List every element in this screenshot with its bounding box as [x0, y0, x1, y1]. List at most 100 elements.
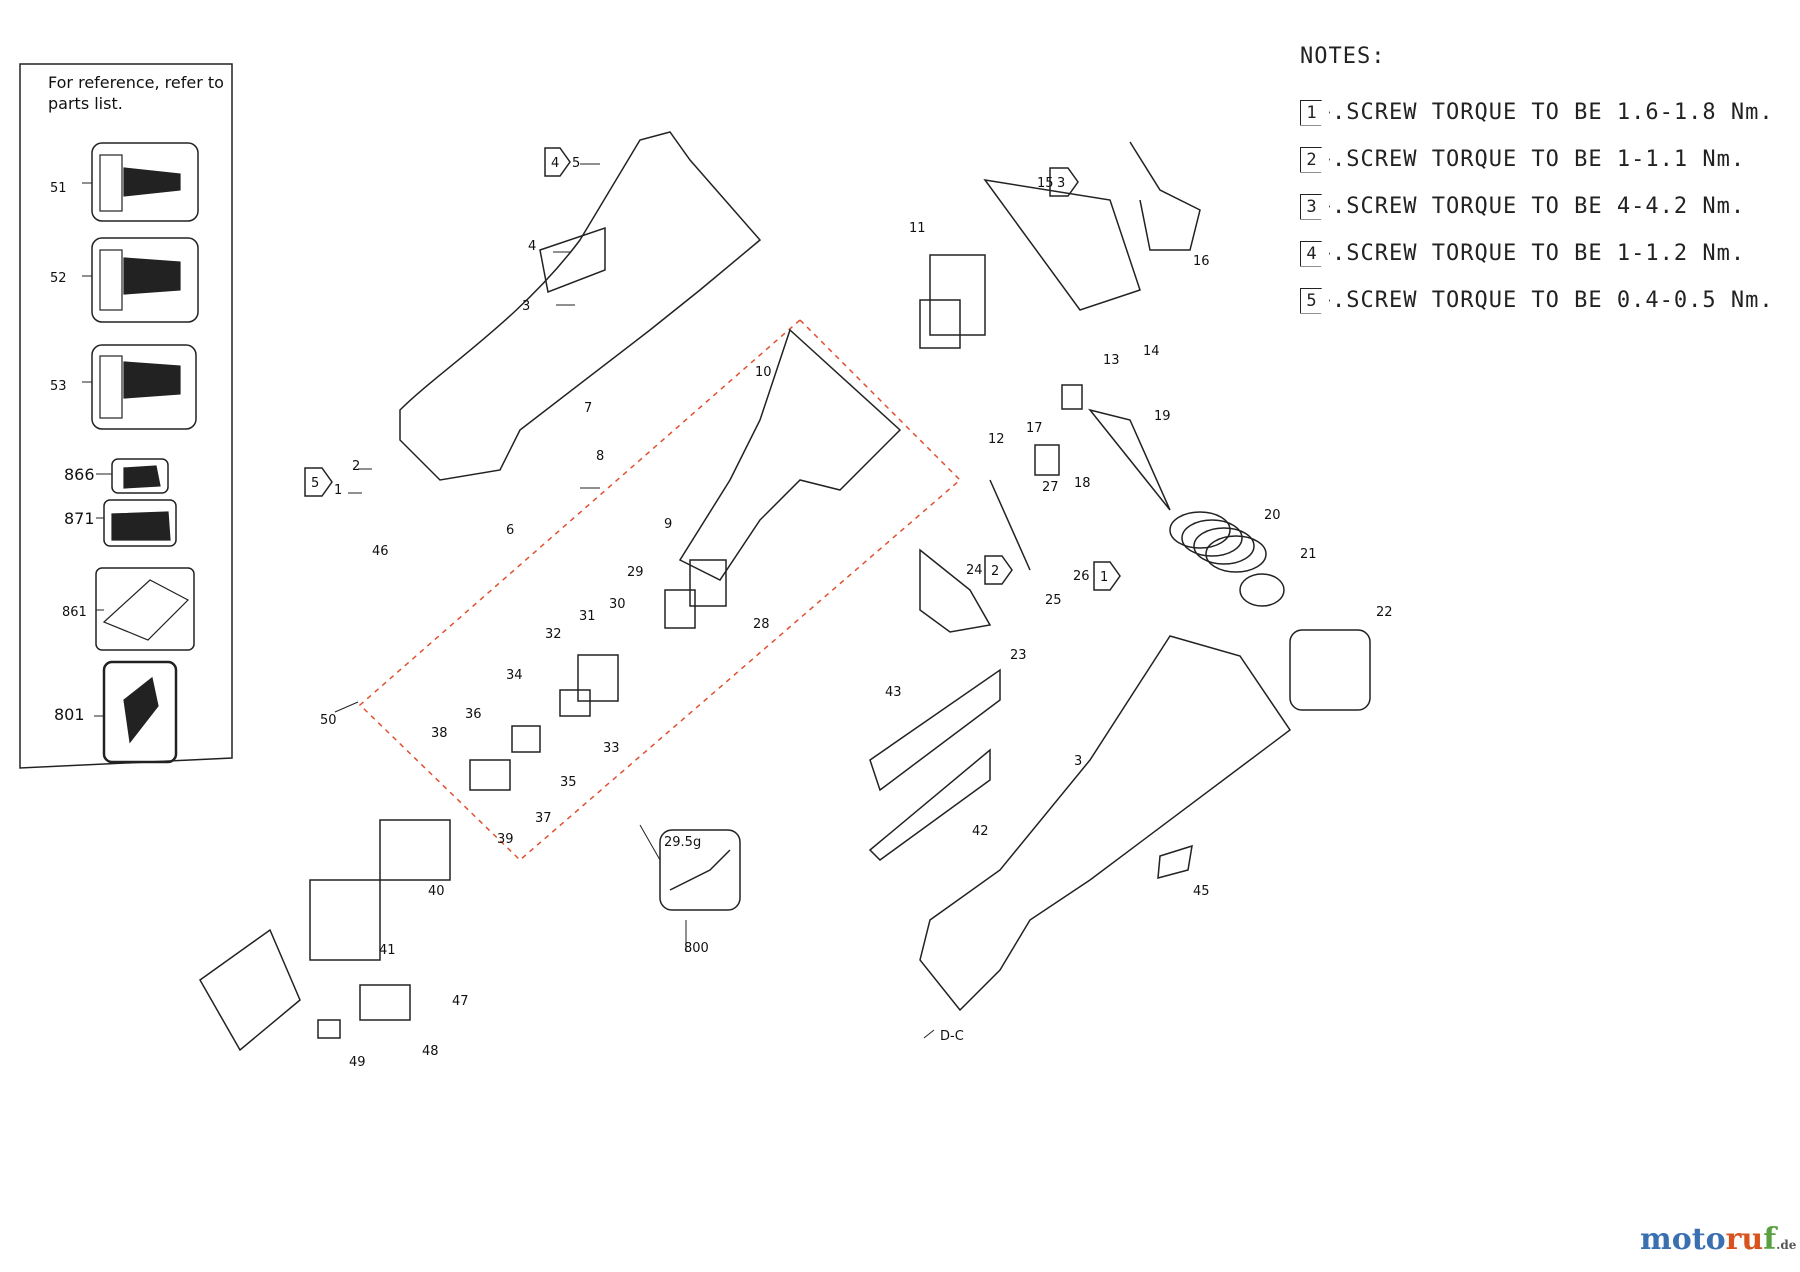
- part-label: 24: [966, 563, 983, 578]
- gear-part-28: [689, 559, 727, 607]
- part-label: 48: [422, 1044, 439, 1059]
- ref-label-871: 871: [64, 509, 95, 528]
- part-label: 31: [579, 609, 596, 624]
- part-label: 9: [664, 517, 672, 532]
- bit-holder-53-picture[interactable]: [91, 344, 197, 430]
- bit-holder-52-picture[interactable]: [91, 237, 199, 323]
- grease-amount: 29.5g: [664, 835, 701, 850]
- torque-tag-number: 5: [311, 476, 319, 491]
- torque-tag: [984, 555, 1013, 585]
- assembly-50-outline: [358, 318, 962, 862]
- watermark-tld: .de: [1776, 1238, 1797, 1252]
- part-48: [359, 984, 411, 1021]
- torque-tag-numbers: 4 5 3 2 1: [311, 156, 1108, 585]
- battery-871-picture[interactable]: [103, 499, 177, 547]
- part-label: 4: [528, 239, 536, 254]
- part-19: [1088, 408, 1171, 511]
- part-labels: 1 2 3 4 5 6 7 8 9 10 11 12 13 14 15 16 1…: [320, 156, 1393, 1070]
- part-label: 28: [753, 617, 770, 632]
- note-text: .SCREW TORQUE TO BE 1-1.1 Nm.: [1332, 147, 1746, 172]
- grease-box: [659, 829, 741, 911]
- note-text: .SCREW TORQUE TO BE 4-4.2 Nm.: [1332, 194, 1746, 219]
- part-label: 39: [497, 832, 514, 847]
- part-label: 3: [522, 299, 530, 314]
- part-label: 38: [431, 726, 448, 741]
- torque-tag: [1049, 167, 1079, 197]
- part-label: 15: [1037, 176, 1054, 191]
- battery-866-picture[interactable]: [111, 458, 169, 494]
- part-label: 47: [452, 994, 469, 1009]
- gear-part-32: [577, 654, 619, 702]
- part-label: 11: [909, 221, 926, 236]
- part-label: 23: [1010, 648, 1027, 663]
- part-label: 40: [428, 884, 445, 899]
- part-label: 5: [572, 156, 580, 171]
- part-label: 19: [1154, 409, 1171, 424]
- nose-cover-14: [983, 178, 1141, 311]
- ref-label-861: 861: [62, 605, 87, 620]
- grease-gun-icon: [669, 849, 731, 891]
- part-label: 50: [320, 713, 337, 728]
- ref-label-53: 53: [50, 379, 67, 394]
- note-number-tag: 1: [1300, 99, 1330, 126]
- torque-tag-number: 1: [1100, 570, 1108, 585]
- part-label: 8: [596, 449, 604, 464]
- reference-note: For reference, refer to parts list.: [48, 73, 224, 113]
- note-text: .SCREW TORQUE TO BE 1-1.2 Nm.: [1332, 241, 1746, 266]
- reference-box-frame: [19, 63, 233, 769]
- part-label: 34: [506, 668, 523, 683]
- part-label: 27: [1042, 480, 1059, 495]
- gear-part-29: [664, 589, 696, 629]
- part-12-gear: [919, 299, 961, 349]
- part-label: 26: [1073, 569, 1090, 584]
- motor-armature: [379, 819, 451, 881]
- part-label: 22: [1376, 605, 1393, 620]
- part-label: 37: [535, 811, 552, 826]
- part-49: [317, 1019, 341, 1039]
- part-label: 13: [1103, 353, 1120, 368]
- torque-tag: [544, 147, 571, 177]
- watermark-part-a: moto: [1640, 1222, 1726, 1257]
- part-label: 32: [545, 627, 562, 642]
- part-label: 12: [988, 432, 1005, 447]
- bit-holder-51-picture[interactable]: [91, 142, 199, 222]
- part-label: 45: [1193, 884, 1210, 899]
- ref-label-52: 52: [50, 271, 67, 286]
- part-label: 43: [885, 685, 902, 700]
- ref-label-866: 866: [64, 465, 95, 484]
- note-number-tag: 5: [1300, 287, 1330, 314]
- label-plate: [539, 226, 606, 294]
- part-label: 30: [609, 597, 626, 612]
- part-27: [989, 479, 1031, 571]
- part-label: 10: [755, 365, 772, 380]
- watermark-part-b: ru: [1725, 1222, 1764, 1257]
- part-18: [1034, 444, 1060, 476]
- part-11: [929, 254, 986, 336]
- note-row: 4.SCREW TORQUE TO BE 1-1.2 Nm.: [1300, 230, 1774, 277]
- lubricant-801-picture[interactable]: [102, 660, 178, 764]
- ref-label-801: 801: [54, 705, 85, 724]
- motor-stator: [309, 879, 381, 961]
- torque-tag-number: 4: [551, 156, 559, 171]
- part-label: 49: [349, 1055, 366, 1070]
- gear-part-35: [511, 725, 541, 753]
- case-861-picture[interactable]: [95, 567, 195, 651]
- gear-case: [678, 328, 902, 581]
- part-label: 20: [1264, 508, 1281, 523]
- torque-tag-number: 3: [1057, 176, 1065, 191]
- part-label: 2: [352, 459, 360, 474]
- part-label: 36: [465, 707, 482, 722]
- note-row: 5.SCREW TORQUE TO BE 0.4-0.5 Nm.: [1300, 277, 1774, 324]
- part-label: 46: [372, 544, 389, 559]
- watermark-logo: motoruf.de: [1640, 1222, 1796, 1257]
- part-label: 18: [1074, 476, 1091, 491]
- torque-tag: [304, 467, 333, 497]
- note-text: .SCREW TORQUE TO BE 0.4-0.5 Nm.: [1332, 288, 1774, 313]
- watermark-part-c: f: [1763, 1222, 1777, 1257]
- note-row: 3.SCREW TORQUE TO BE 4-4.2 Nm.: [1300, 183, 1774, 230]
- part-17: [1061, 384, 1083, 410]
- note-row: 1.SCREW TORQUE TO BE 1.6-1.8 Nm.: [1300, 89, 1774, 136]
- part-label: 42: [972, 824, 989, 839]
- part-label: 14: [1143, 344, 1160, 359]
